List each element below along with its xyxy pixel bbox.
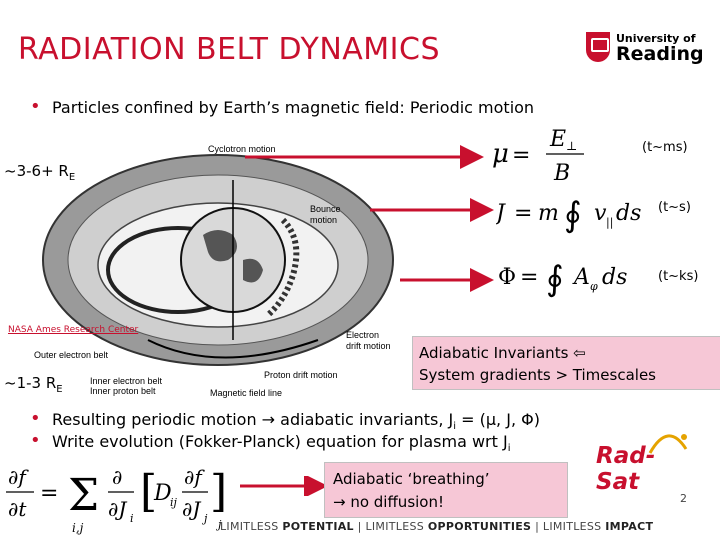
bullet-invariants: • Resulting periodic motion → adiabatic …: [30, 408, 540, 433]
breathing-line-2: → no diffusion!: [333, 493, 444, 511]
label-outer-belt: Outer electron belt: [34, 350, 109, 360]
inner-region-text: ~1-3 R: [4, 374, 57, 392]
equation-phi-svg: Φ = ∮ A φ ds: [498, 259, 627, 299]
svg-text:∂t: ∂t: [8, 497, 27, 521]
svg-text:μ: μ: [492, 139, 509, 169]
bullet-tail: = (μ, J, Φ): [456, 410, 540, 429]
footer-part: | LIMITLESS: [353, 520, 428, 533]
svg-text:[: [: [140, 466, 157, 517]
timescale-j: (t~s): [658, 200, 691, 215]
label-cyclotron: Cyclotron motion: [208, 144, 276, 154]
breathing-arrow: [240, 476, 328, 496]
fokker-planck-equation: ∂f ∂t = Σ i,j ∂ ∂J i [ D ij ∂f ∂J j ] j: [4, 458, 227, 542]
image-credit: NASA Ames Research Center: [8, 325, 139, 335]
svg-text:ds: ds: [616, 201, 641, 226]
svg-text:m: m: [538, 201, 559, 226]
slide-title: RADIATION BELT DYNAMICS: [18, 32, 441, 67]
breathing-line-1: Adiabatic ‘breathing’: [333, 470, 490, 488]
svg-text:∂J: ∂J: [182, 497, 201, 521]
label-proton-drift: Proton drift motion: [264, 370, 338, 380]
timescale-mu: (t~ms): [642, 140, 688, 155]
equation-j-svg: J = m ∮ v || ds: [492, 195, 641, 235]
svg-text:=: =: [514, 201, 532, 226]
radsat-text: Rad-Sat: [596, 443, 656, 495]
bullet-text: Write evolution (Fokker-Planck) equation…: [52, 432, 508, 451]
continents-shape: [203, 230, 263, 283]
svg-text:A: A: [572, 265, 590, 290]
equation-phi: Φ = ∮ A φ ds: [498, 252, 658, 310]
svg-text:ij: ij: [170, 496, 178, 509]
timescale-phi: (t~ks): [658, 269, 699, 284]
svg-text:j: j: [215, 518, 222, 531]
bullet-text: Resulting periodic motion → adiabatic in…: [52, 410, 454, 429]
svg-text:J: J: [496, 201, 506, 226]
svg-text:=: =: [520, 265, 538, 290]
bullet-icon: •: [30, 96, 41, 117]
svg-text:∂f: ∂f: [184, 465, 205, 489]
svg-text:∮: ∮: [564, 195, 582, 235]
bullet-icon: •: [30, 430, 41, 451]
equation-j: J = m ∮ v || ds: [492, 188, 666, 246]
svg-text:i: i: [130, 512, 134, 525]
inner-region-sub: E: [56, 384, 63, 395]
svg-text:∂J: ∂J: [108, 497, 127, 521]
label-inner-proton: Inner proton belt: [90, 386, 156, 396]
radsat-logo: Rad-Sat: [596, 434, 690, 495]
svg-text:=: =: [512, 143, 530, 168]
outer-region-sub: E: [68, 172, 76, 183]
label-field-line: Magnetic field line: [210, 388, 282, 398]
svg-text:Σ: Σ: [68, 470, 99, 521]
footer-bold: IMPACT: [605, 520, 654, 533]
footer-part: | LIMITLESS: [531, 520, 606, 533]
svg-text:Φ: Φ: [498, 265, 516, 290]
svg-text:∂f: ∂f: [8, 465, 29, 489]
svg-text:ds: ds: [602, 265, 627, 290]
adiabatic-invariants-box: Adiabatic Invariants ⇦ System gradients …: [412, 336, 720, 390]
bullet-periodic-motion: • Particles confined by Earth’s magnetic…: [30, 96, 535, 117]
footer-tagline: LIMITLESS POTENTIAL | LIMITLESS OPPORTUN…: [220, 520, 653, 533]
svg-text:B: B: [553, 161, 570, 184]
svg-text:⊥: ⊥: [566, 139, 577, 153]
svg-text:φ: φ: [590, 280, 598, 293]
invariant-arrows: [245, 145, 494, 292]
crest-icon: [586, 32, 610, 62]
bullet-icon: •: [30, 408, 41, 429]
bullet-sub: i: [507, 443, 511, 455]
svg-text:]: ]: [210, 466, 226, 517]
svg-text:v: v: [594, 201, 607, 226]
bullet-sub: i: [453, 421, 457, 433]
breathing-box: Adiabatic ‘breathing’ → no diffusion!: [324, 462, 568, 518]
footer-part: LIMITLESS: [220, 520, 283, 533]
bullet-fokker-planck: • Write evolution (Fokker-Planck) equati…: [30, 430, 511, 455]
outer-region-text: ~3-6+ R: [4, 162, 69, 180]
page-number: 2: [680, 492, 687, 505]
equation-mu: μ = E ⊥ B: [492, 122, 592, 191]
footer-bold: POTENTIAL: [282, 520, 354, 533]
university-logo: University of Reading: [586, 32, 704, 66]
svg-text:D: D: [153, 481, 172, 506]
svg-text:i,j: i,j: [72, 521, 84, 535]
drift-arc: [147, 339, 319, 359]
footer-bold: OPPORTUNITIES: [427, 520, 532, 533]
equation-mu-svg: μ = E ⊥ B: [492, 127, 584, 186]
outer-region-label: ~3-6+ RE: [4, 162, 75, 183]
svg-text:∮: ∮: [546, 259, 564, 299]
logo-line-1: University of: [616, 32, 696, 45]
svg-text:j: j: [201, 512, 208, 525]
logo-line-2: Reading: [616, 43, 704, 65]
label-inner-electron: Inner electron belt: [90, 376, 163, 386]
inner-region-label: ~1-3 RE: [4, 374, 63, 395]
fokker-planck-svg: ∂f ∂t = Σ i,j ∂ ∂J i [ D ij ∂f ∂J j ] j: [6, 465, 227, 535]
svg-text:∂: ∂: [112, 465, 122, 489]
adiabatic-box-line-1: Adiabatic Invariants ⇦: [419, 344, 586, 362]
bullet-text: Particles confined by Earth’s magnetic f…: [52, 98, 535, 117]
svg-text:=: =: [40, 481, 58, 506]
satellite-icon: [648, 434, 688, 454]
adiabatic-box-line-2: System gradients > Timescales: [419, 366, 656, 384]
svg-text:E: E: [549, 127, 566, 152]
svg-text:||: ||: [606, 216, 613, 230]
